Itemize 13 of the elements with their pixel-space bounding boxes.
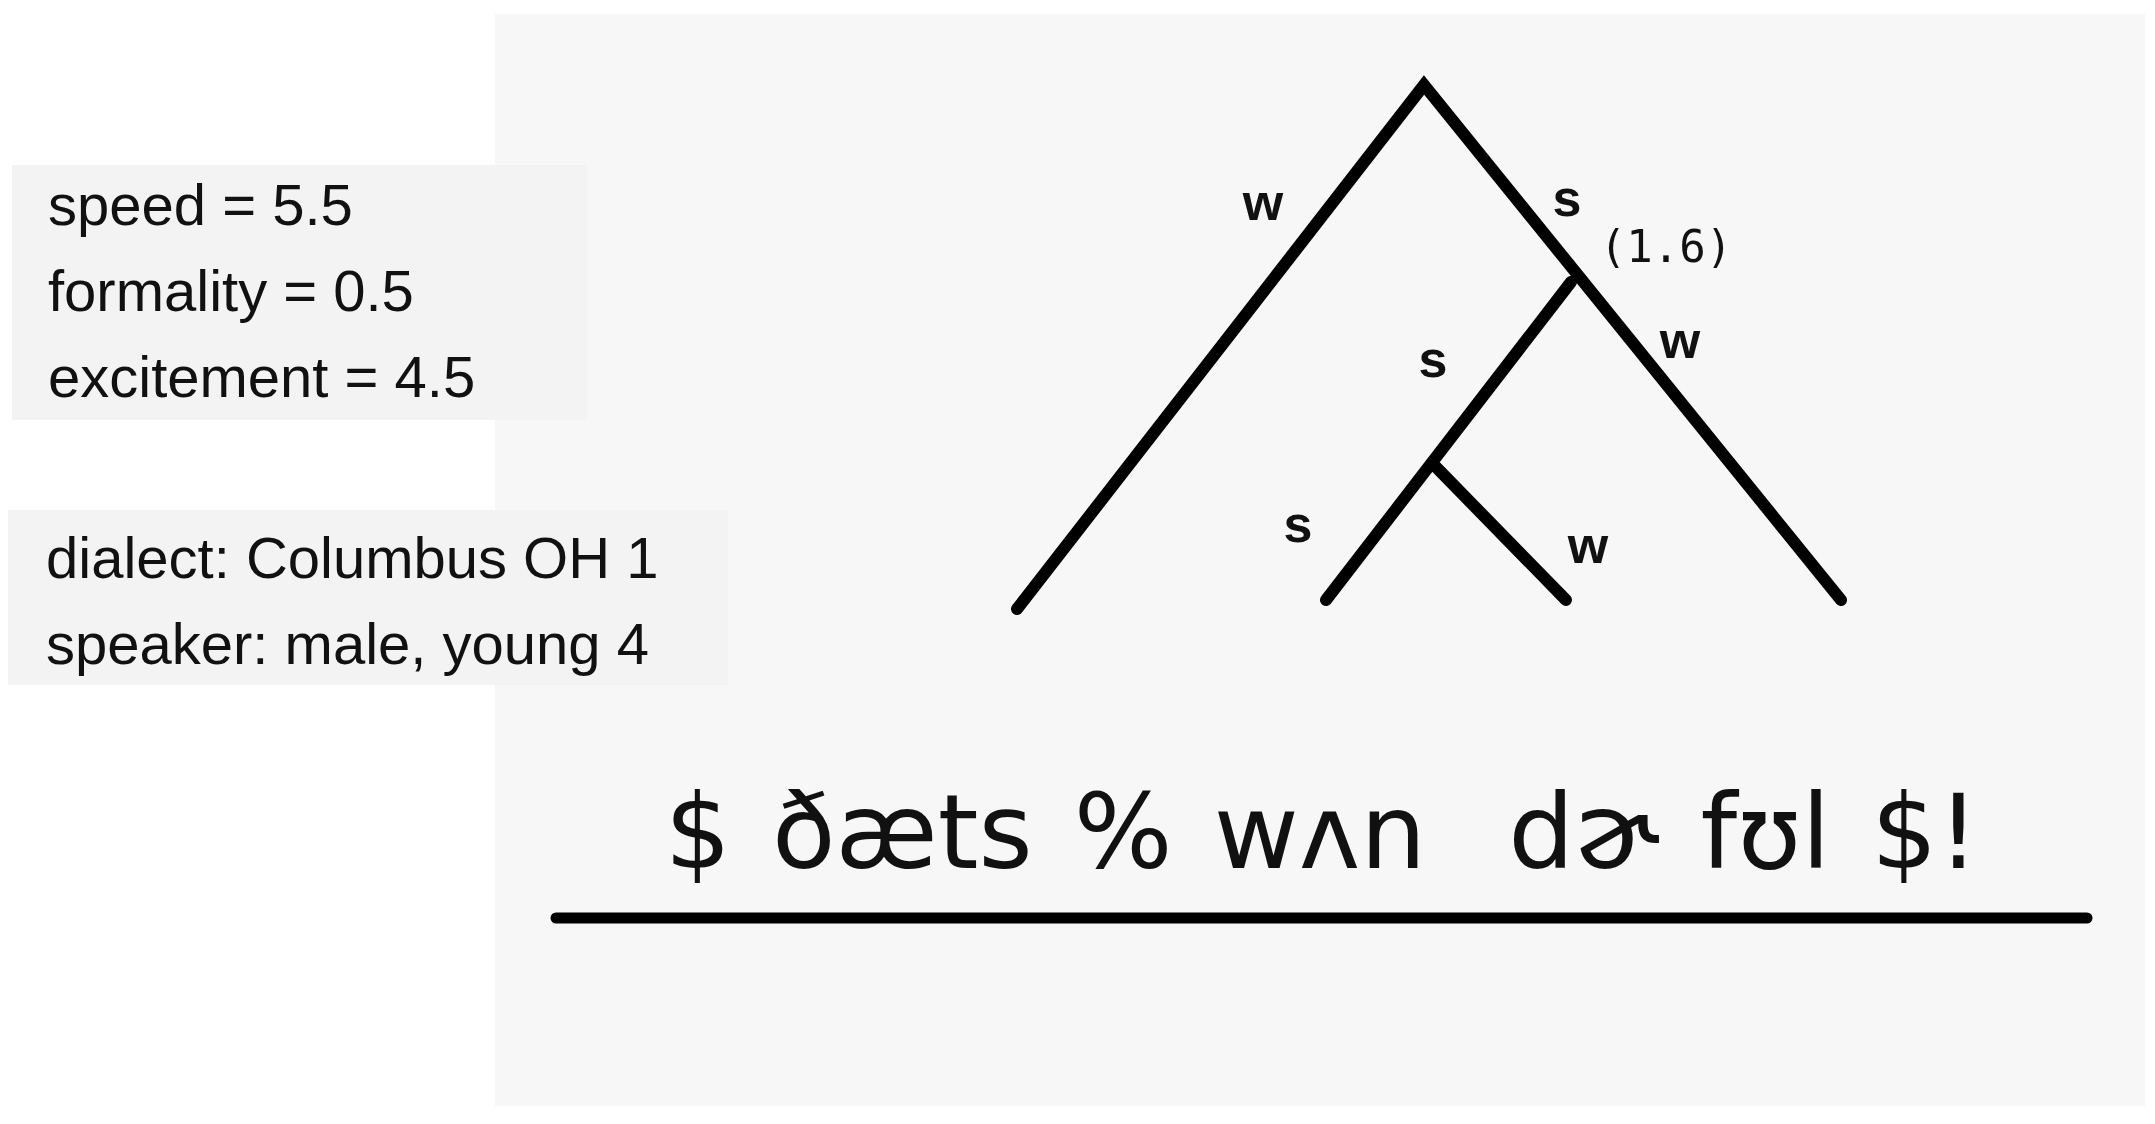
parameter-text: formality = 0.5: [48, 258, 414, 325]
stress-label: w: [1242, 173, 1284, 233]
stress-label: w: [1567, 516, 1609, 576]
weight-value: (1.6): [1599, 221, 1733, 273]
parameter-text: excitement = 4.5: [48, 344, 476, 411]
parameter-text: speed = 5.5: [48, 172, 353, 239]
stress-label: s: [1418, 330, 1448, 390]
speaker-info-text: speaker: male, young 4: [46, 611, 649, 678]
speaker-info-text: dialect: Columbus OH 1: [46, 525, 659, 592]
phonetic-transcription: $ ðæts % wʌn dɚ fʊl $!: [664, 773, 1980, 893]
stress-label: w: [1659, 311, 1701, 371]
stress-label: s: [1552, 169, 1582, 229]
stress-label: s: [1283, 495, 1313, 555]
